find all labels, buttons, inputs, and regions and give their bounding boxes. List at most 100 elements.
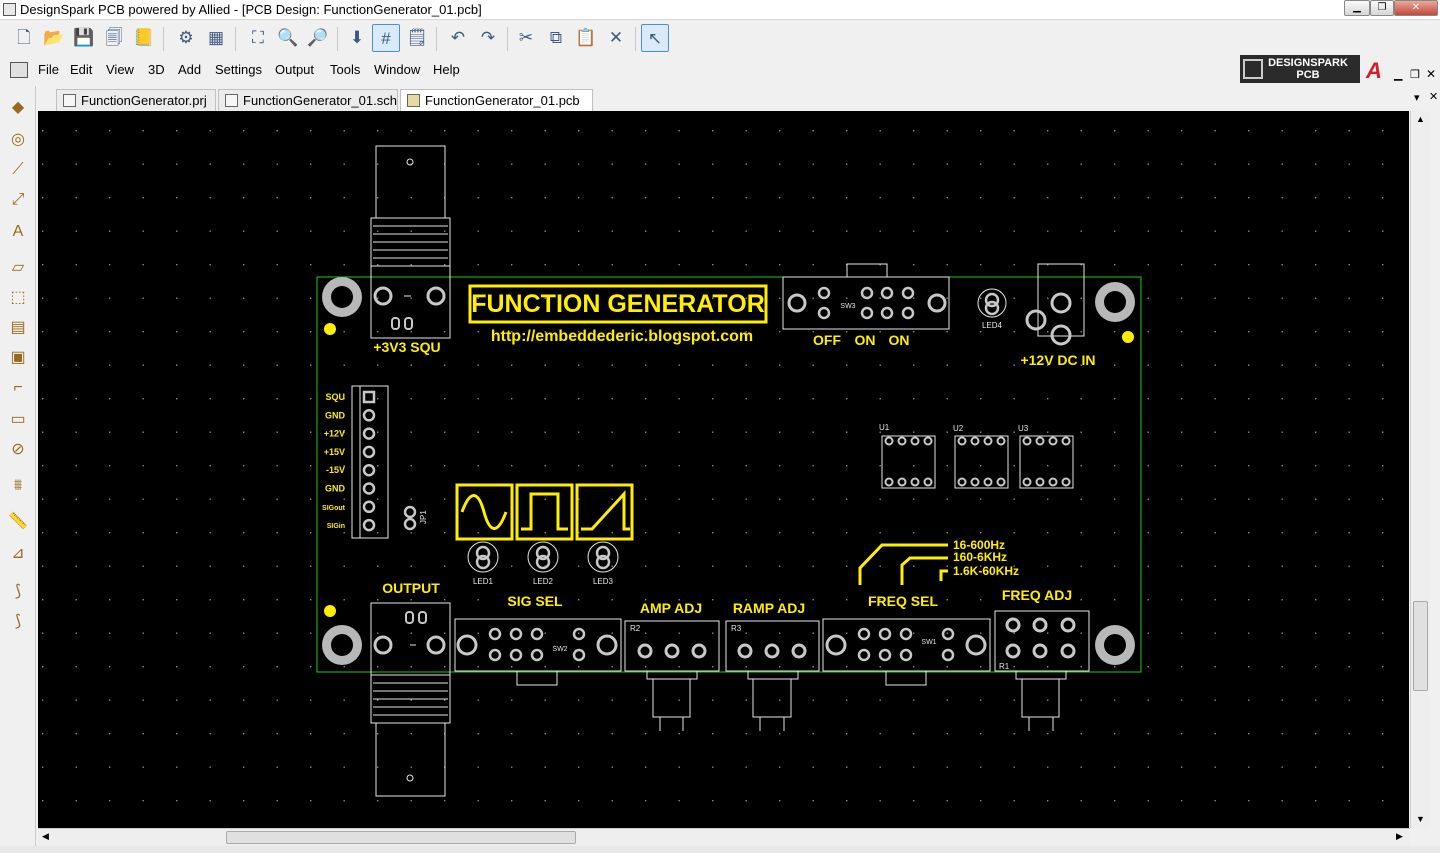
add-template-icon[interactable]: ▤ bbox=[10, 319, 26, 336]
route-all-icon[interactable]: ⟆ bbox=[14, 613, 22, 630]
svg-text:LED4: LED4 bbox=[982, 321, 1003, 330]
add-track-icon[interactable]: ⟋ bbox=[12, 161, 24, 178]
menu-help[interactable]: Help bbox=[433, 62, 460, 77]
label-amp-adj: AMP ADJ bbox=[640, 600, 702, 616]
add-board-icon[interactable]: ▣ bbox=[10, 349, 26, 366]
select-pointer-icon[interactable]: ↖ bbox=[641, 24, 669, 52]
add-text-icon[interactable]: A bbox=[12, 223, 24, 240]
menu-tools[interactable]: Tools bbox=[330, 62, 361, 77]
maximize-button[interactable]: ❐ bbox=[1370, 0, 1394, 16]
add-connection-icon[interactable]: ⤢ bbox=[11, 191, 25, 208]
scroll-up-icon[interactable]: ▲ bbox=[1416, 114, 1425, 124]
header-pin-label: -15V bbox=[326, 465, 345, 475]
save-icon[interactable]: 💾 bbox=[73, 28, 95, 47]
menu-window[interactable]: Window bbox=[374, 62, 421, 77]
scroll-down-icon[interactable]: ▼ bbox=[1416, 814, 1425, 824]
vertical-scroll-thumb[interactable] bbox=[1413, 601, 1428, 691]
undo-icon[interactable]: ↶ bbox=[450, 28, 466, 47]
tab-list-icon[interactable]: ▾ bbox=[1414, 92, 1420, 104]
label-u2: U2 bbox=[953, 424, 964, 433]
add-copper-area-icon[interactable]: ⬚ bbox=[10, 289, 26, 306]
add-line-icon[interactable]: ⌐ bbox=[13, 379, 23, 396]
label-output: OUTPUT bbox=[382, 580, 440, 596]
menu-output[interactable]: Output bbox=[275, 62, 315, 77]
add-via-icon[interactable]: ◎ bbox=[11, 131, 25, 148]
title-bar: DesignSpark PCB powered by Allied - [PCB… bbox=[0, 0, 1440, 20]
svg-text:SW1: SW1 bbox=[921, 639, 936, 646]
window-title: DesignSpark PCB powered by Allied - [PCB… bbox=[20, 2, 482, 17]
tab-project[interactable]: FunctionGenerator.prj bbox=[56, 89, 216, 111]
board-outline bbox=[316, 276, 1142, 673]
designspark-logo: DESIGNSPARK PCB bbox=[1240, 55, 1360, 83]
pcb-canvas[interactable]: FUNCTION GENERATOR http://embeddederic.b… bbox=[38, 111, 1409, 828]
menu-settings[interactable]: Settings bbox=[215, 62, 262, 77]
save-all-icon[interactable]: 🗐 bbox=[105, 28, 123, 47]
pcb-icon bbox=[407, 94, 420, 107]
add-shape-icon[interactable]: ▱ bbox=[11, 259, 25, 276]
vertical-scrollbar[interactable]: ▲ ▼ bbox=[1410, 111, 1430, 828]
svg-text:LED3: LED3 bbox=[593, 577, 614, 586]
redo-icon[interactable]: ↷ bbox=[480, 28, 496, 47]
grid-dots bbox=[42, 130, 1384, 802]
copy-icon[interactable]: ⧉ bbox=[549, 28, 563, 47]
route-icon[interactable]: ⟆ bbox=[14, 583, 22, 600]
doc-restore-button[interactable]: ❐ bbox=[1410, 69, 1420, 81]
close-button[interactable]: ✕ bbox=[1394, 0, 1438, 16]
menu-file[interactable]: File bbox=[38, 62, 59, 77]
svg-text:R3: R3 bbox=[731, 624, 742, 633]
header-pin-label: GND bbox=[325, 410, 346, 420]
svg-text:R1: R1 bbox=[999, 662, 1010, 671]
zoom-in-icon[interactable]: 🔍 bbox=[277, 28, 299, 47]
status-bar bbox=[0, 846, 1440, 853]
label-range-3: 1.6K-60KHz bbox=[953, 564, 1019, 578]
svg-text:SW3: SW3 bbox=[840, 303, 855, 310]
tab-close-icon[interactable]: ✕ bbox=[1429, 91, 1439, 103]
properties-icon[interactable]: 🗒 bbox=[406, 28, 428, 47]
tab-pcb[interactable]: FunctionGenerator_01.pcb bbox=[400, 89, 593, 111]
add-rectangle-icon[interactable]: ▭ bbox=[10, 411, 26, 428]
tab-schematic[interactable]: FunctionGenerator_01.sch bbox=[218, 89, 398, 111]
menu-3d[interactable]: 3D bbox=[148, 62, 165, 77]
fiducials bbox=[324, 323, 1134, 617]
add-component-icon[interactable]: ◆ bbox=[11, 99, 25, 116]
label-3v3-squ: +3V3 SQU bbox=[373, 339, 440, 355]
waveform-icons bbox=[455, 483, 634, 541]
document-tabs: FunctionGenerator.prj FunctionGenerator_… bbox=[36, 87, 1440, 111]
header-pin-label: SIGin bbox=[327, 523, 345, 530]
library-icon[interactable]: 📒 bbox=[133, 28, 155, 47]
delete-icon[interactable]: ✕ bbox=[608, 28, 624, 47]
paste-icon[interactable]: 📋 bbox=[575, 28, 597, 47]
zoom-fit-icon[interactable]: ⛶ bbox=[252, 28, 264, 47]
doc-close-button[interactable]: ✕ bbox=[1426, 67, 1437, 81]
horizontal-scrollbar[interactable]: ◀ ▶ bbox=[38, 828, 1410, 846]
label-12v-dc-in: +12V DC IN bbox=[1020, 352, 1095, 368]
left-toolbar: ◆ ◎ ⟋ ⤢ A ▱ ⬚ ▤ ▣ ⌐ ▭ ⊘ ⩩ 📏 ⊿ ⟆ ⟆ bbox=[0, 86, 36, 853]
menu-edit[interactable]: Edit bbox=[70, 62, 93, 77]
new-file-icon[interactable]: 🗋 bbox=[17, 28, 31, 47]
pcb-layout[interactable]: FUNCTION GENERATOR http://embeddederic.b… bbox=[38, 111, 1409, 828]
grid-settings-icon[interactable]: ▦ bbox=[207, 28, 225, 47]
menu-add[interactable]: Add bbox=[178, 62, 202, 77]
interaction-bar-icon[interactable]: ⬇ bbox=[349, 28, 365, 47]
measure-icon[interactable]: 📏 bbox=[8, 513, 28, 530]
bnc-top bbox=[370, 145, 451, 339]
doc-minimize-button[interactable]: ▁ bbox=[1394, 69, 1403, 81]
grid-toggle-icon[interactable]: # bbox=[372, 24, 400, 52]
add-net-icon[interactable]: ⩩ bbox=[13, 477, 23, 494]
label-freq-sel: FREQ SEL bbox=[868, 593, 938, 609]
minimize-button[interactable]: ▁ bbox=[1344, 0, 1370, 16]
add-circle-icon[interactable]: ⊘ bbox=[11, 441, 25, 458]
design-settings-icon[interactable]: ⚙ bbox=[178, 28, 194, 47]
menu-view[interactable]: View bbox=[106, 62, 134, 77]
horizontal-scroll-thumb[interactable] bbox=[226, 831, 576, 844]
app-icon bbox=[3, 3, 16, 16]
open-folder-icon[interactable]: 📂 bbox=[43, 28, 65, 47]
scroll-right-icon[interactable]: ▶ bbox=[1396, 831, 1403, 841]
bnc-bottom bbox=[370, 602, 451, 797]
scroll-left-icon[interactable]: ◀ bbox=[42, 831, 49, 841]
zoom-out-icon[interactable]: 🔎 bbox=[307, 28, 329, 47]
cut-icon[interactable]: ✂ bbox=[518, 28, 534, 47]
label-u1: U1 bbox=[879, 423, 890, 432]
switch-sw2: SW2 bbox=[454, 618, 622, 686]
add-dimension-icon[interactable]: ⊿ bbox=[11, 545, 25, 562]
